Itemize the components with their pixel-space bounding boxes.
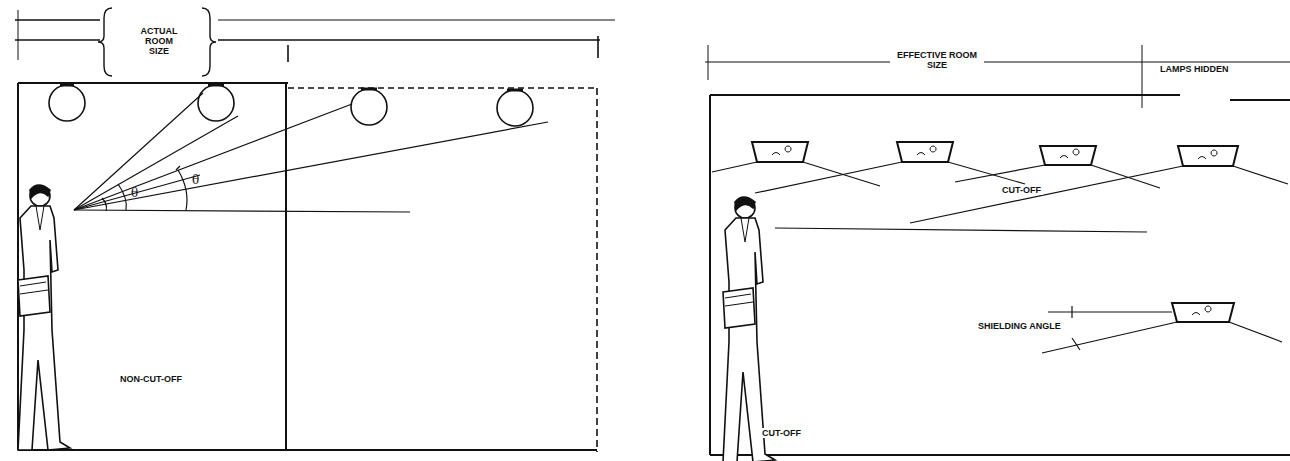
left-panel xyxy=(15,8,615,452)
angle-label: θ xyxy=(190,175,201,185)
dimension-label: EFFECTIVE ROOM SIZE xyxy=(890,50,984,70)
cut-off-label: CUT-OFF xyxy=(1000,185,1043,195)
dimension-label: ACTUAL ROOM SIZE xyxy=(135,26,183,56)
angle-label: SHIELDING ANGLE xyxy=(976,321,1063,331)
right-panel xyxy=(705,45,1290,461)
panel-caption: NON-CUT-OFF xyxy=(118,374,184,384)
angle-label: θ xyxy=(129,188,140,198)
dimension-label: LAMPS HIDDEN xyxy=(1158,64,1231,74)
panel-caption: CUT-OFF xyxy=(760,428,803,438)
